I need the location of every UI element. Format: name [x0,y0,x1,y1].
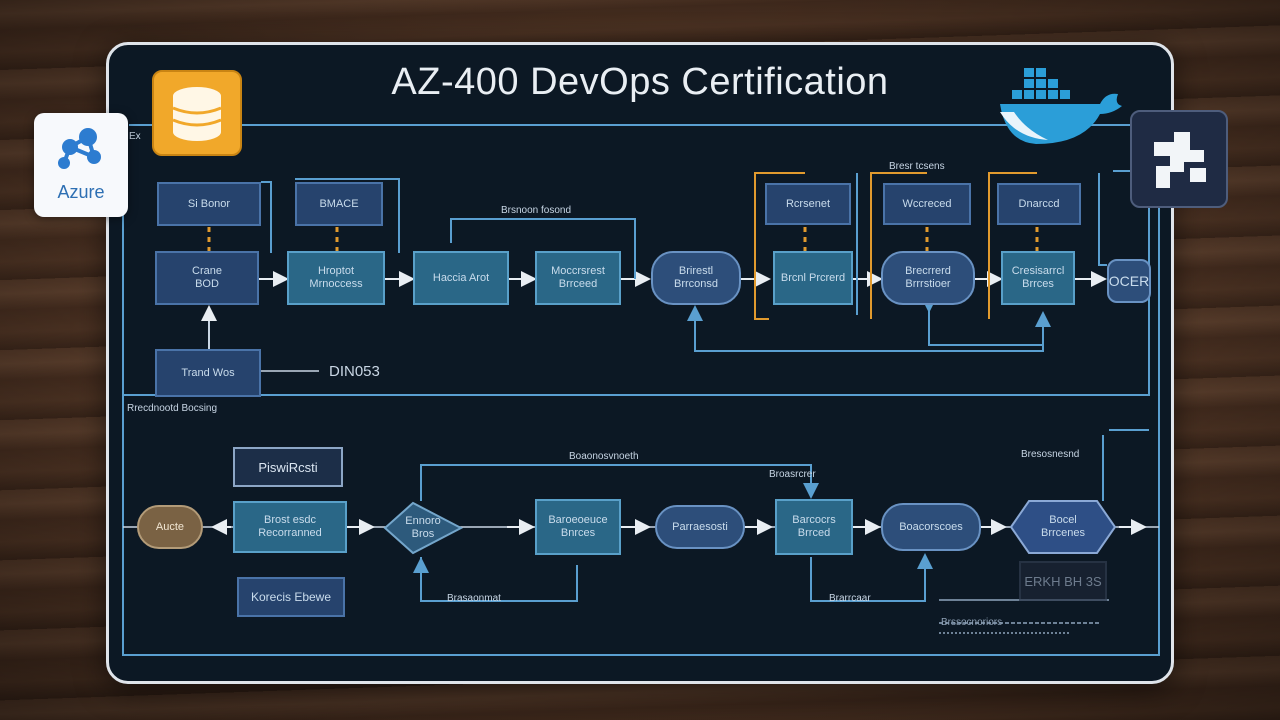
flow-node[interactable]: Barcocrs Brrced [775,499,853,555]
flow-label: Boaonosvnoeth [569,451,639,462]
flow-node[interactable]: PiswiRcsti [233,447,343,487]
flow-node[interactable]: Wccreced [883,183,971,225]
faded-node: ERKH BH 3S [1019,561,1107,601]
flow-node[interactable]: Haccia Arot [413,251,509,305]
flow-node[interactable]: Aucte [137,505,203,549]
flow-node[interactable]: Trand Wos [155,349,261,397]
decision-node[interactable]: Ennoro Bros [373,499,473,557]
ocer-node[interactable]: OCER [1107,259,1151,303]
flow-label: Brssocnoriors [941,617,1003,628]
flow-node[interactable]: Boacorscoes [881,503,981,551]
azure-devops-icon [1130,110,1228,208]
section-label: Rrecdnootd Bocsing [127,403,218,414]
flow-label: Broasrcrer [769,469,816,480]
flow-label: Brasaonmat [447,593,501,604]
flow-label: Brsnoon fosond [501,205,572,216]
flow-node[interactable]: BMACE [295,182,383,226]
database-icon [152,70,242,156]
flow-node[interactable]: Rcrsenet [765,183,851,225]
flow-node[interactable]: Korecis Ebewe [237,577,345,617]
decision-label: Bocel Brrcenes [1040,514,1086,539]
diagram-board: AZ-400 DevOps Certification [106,42,1174,684]
flow-node[interactable]: Cresisarrcl Brrces [1001,251,1075,305]
azure-label: Azure [57,182,105,202]
flow-node[interactable]: Brost esdc Recorranned [233,501,347,553]
decision-node[interactable]: Bocel Brrcenes [1007,497,1119,557]
connector-lines [122,124,1160,656]
flow-label: Bresr tcsens [889,161,945,172]
flow-label: Brarrcaar [829,593,871,604]
flow-label: Bresosnesnd [1021,449,1080,460]
flow-label: DIN053 [329,363,380,380]
flow-node[interactable]: Dnarccd [997,183,1081,225]
edge-label: Ex [129,131,141,142]
flow-node[interactable]: Brirestl Brrconsd [651,251,741,305]
flow-node[interactable]: Baroeoeuce Bnrces [535,499,621,555]
flow-node[interactable]: Crane BOD [155,251,259,305]
flow-node[interactable]: Brecrrerd Brrrstioer [881,251,975,305]
azure-logo: Azure [34,113,128,217]
flow-node[interactable]: Moccrsrest Brrceed [535,251,621,305]
flow-node[interactable]: Hroptot Mrnoccess [287,251,385,305]
docker-whale-icon [1000,68,1122,144]
flow-node[interactable]: Brcnl Prcrerd [773,251,853,305]
azure-network-icon [58,128,101,169]
flow-node[interactable]: Parraesosti [655,505,745,549]
page-title: AZ-400 DevOps Certification [391,61,889,103]
decision-label: Ennoro Bros [405,515,441,540]
flow-node[interactable]: Si Bonor [157,182,261,226]
